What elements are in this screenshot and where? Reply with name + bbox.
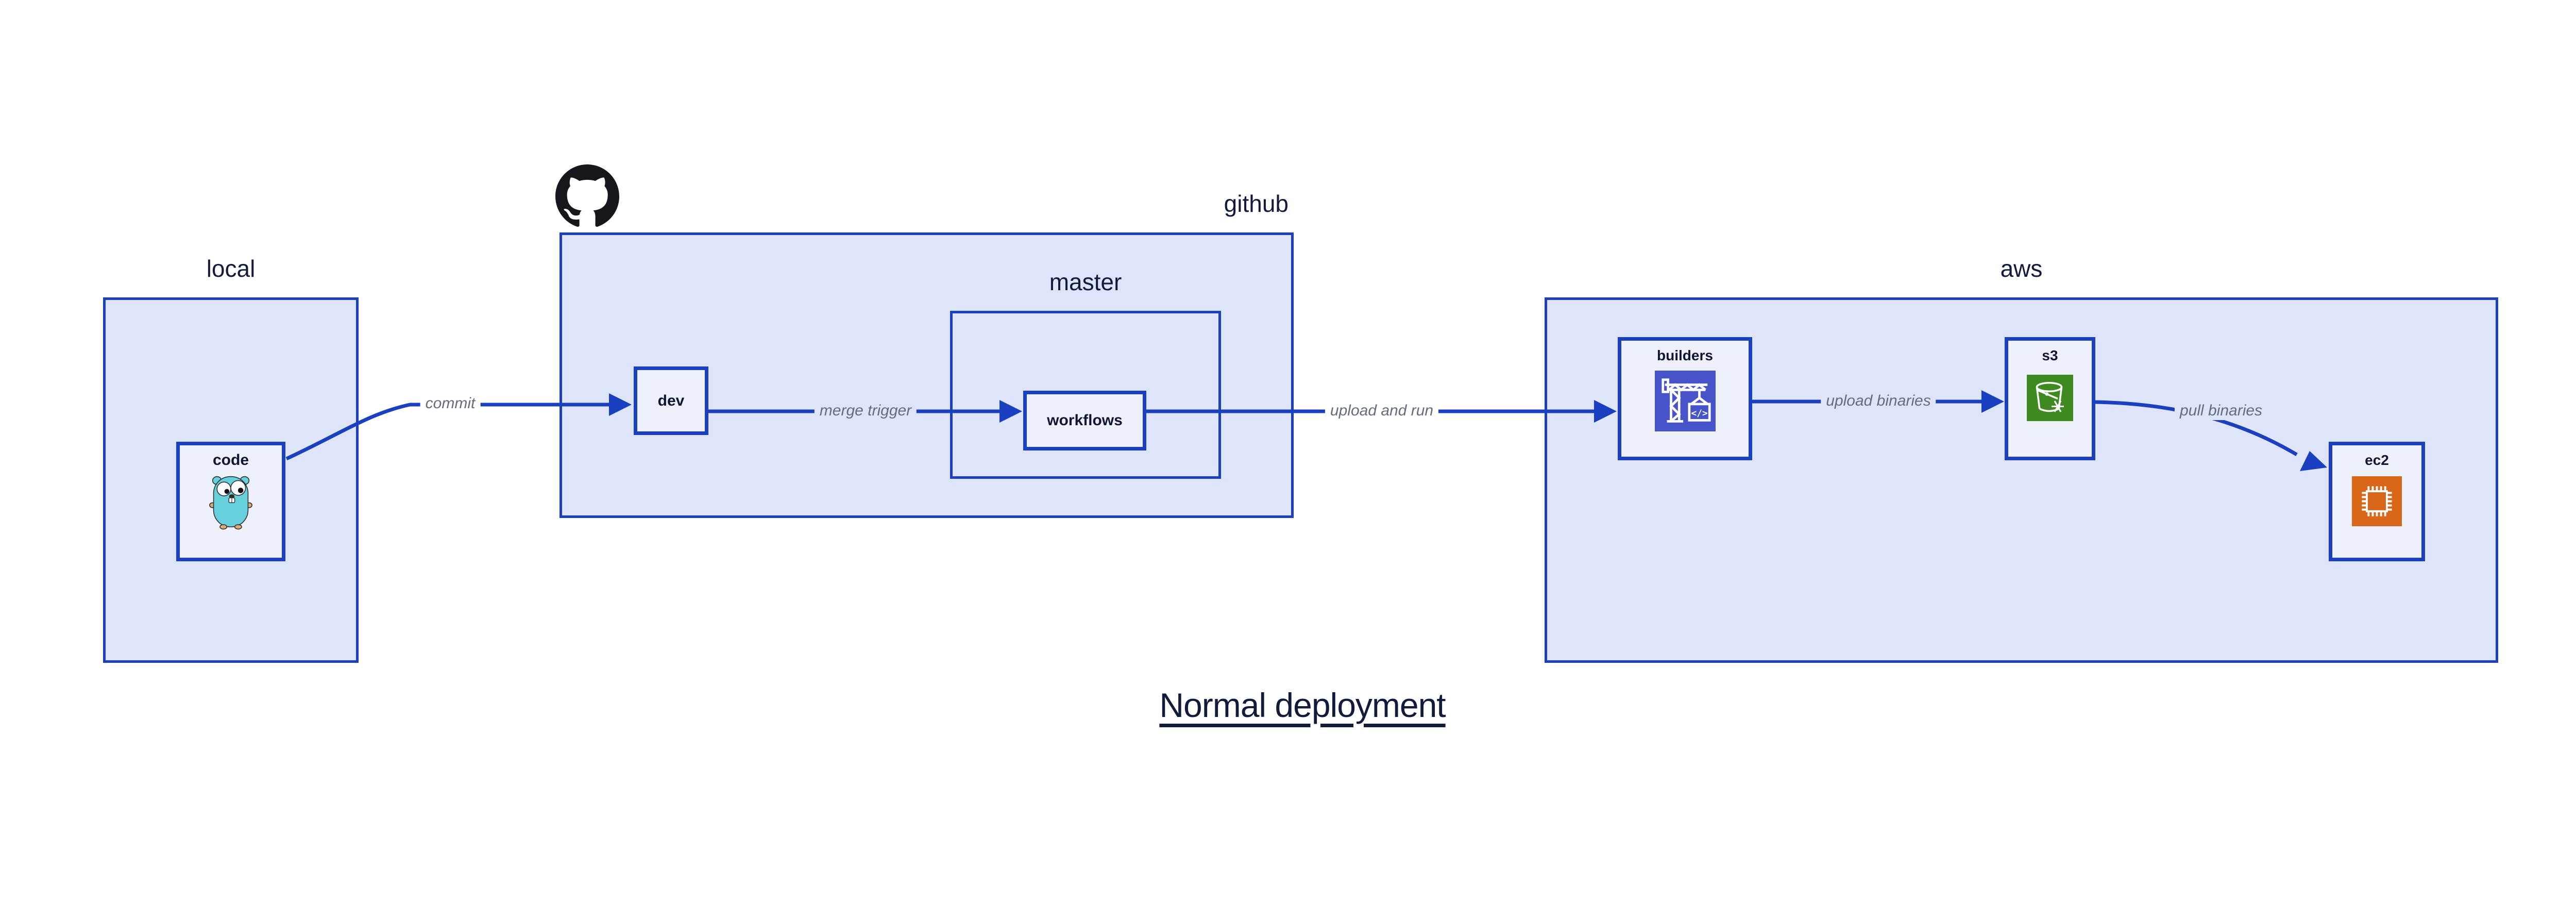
master-container-label: master [1049,269,1122,295]
ec2-node: ec2 [2329,442,2425,561]
svg-text:</>: </> [1691,409,1707,419]
s3-bucket-snowflake-icon [2027,375,2073,424]
dev-node-label: dev [657,392,685,409]
edge-label-merge-trigger: merge trigger [814,402,917,420]
github-container-label: github [1224,190,1289,217]
builders-node: builders </> [1618,337,1752,460]
code-node-label: code [212,452,249,469]
local-container-label: local [206,255,256,282]
diagram-title: Normal deployment [1159,686,1446,724]
edge-label-upload-binaries: upload binaries [1821,392,1936,410]
codebuild-crane-icon: </> [1654,371,1716,434]
s3-node-label: s3 [2042,347,2058,363]
code-node: code [176,442,285,561]
workflows-node-label: workflows [1047,412,1123,429]
ec2-chip-icon [2352,476,2402,529]
ec2-node-label: ec2 [2365,452,2389,468]
s3-node: s3 [2005,337,2095,460]
go-gopher-icon [209,472,253,532]
aws-container-label: aws [2000,255,2043,282]
edge-label-commit: commit [420,394,481,413]
edge-label-pull-binaries: pull binaries [2174,402,2268,420]
github-octocat-icon [555,164,619,228]
dev-node: dev [634,366,708,435]
workflows-node: workflows [1023,391,1146,450]
edge-label-upload-and-run: upload and run [1325,402,1439,420]
builders-node-label: builders [1657,347,1713,363]
